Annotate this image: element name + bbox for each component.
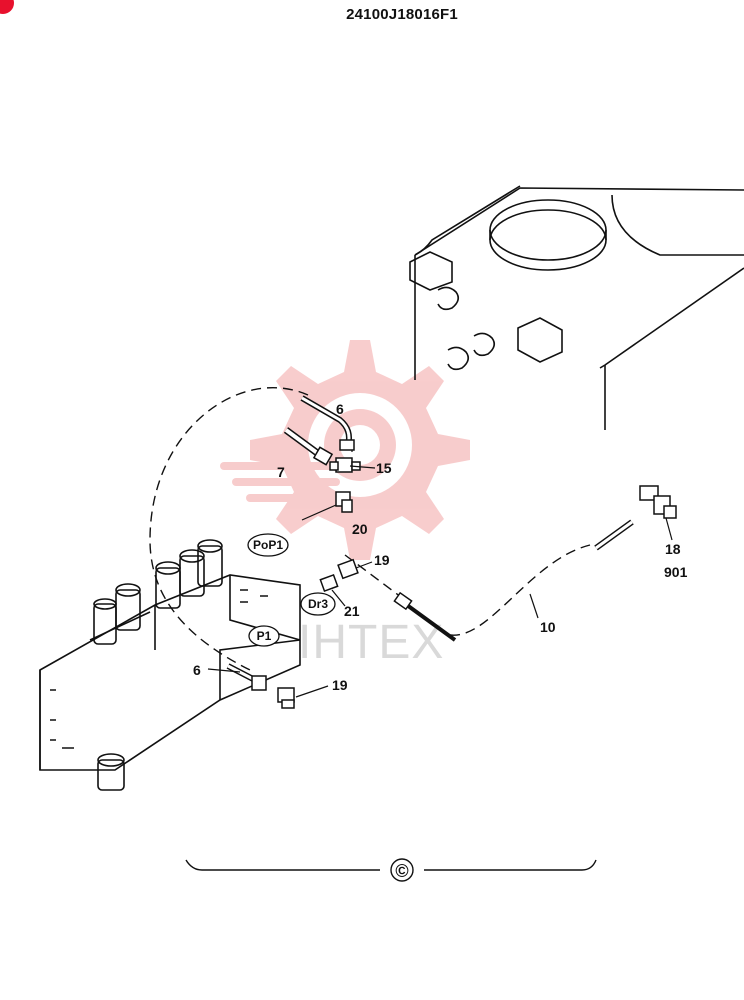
svg-text:PoP1: PoP1 [253,538,283,552]
callout-7: 7 [277,464,285,480]
leader-lines [207,450,673,698]
section-symbol: © [395,861,408,881]
control-valve-block [39,539,301,791]
watermark-text: IHTEX [298,616,444,669]
port-label-p1: P1 [248,625,280,647]
hydraulic-tank [409,185,744,430]
svg-text:Dr3: Dr3 [308,597,328,611]
section-bracket [185,858,597,882]
dashed-hose-lines [149,386,591,671]
callout-19-lower: 19 [332,677,348,693]
callout-10: 10 [540,619,556,635]
callout-19-upper: 19 [374,552,390,568]
port-label-dr3: Dr3 [300,592,336,616]
corner-logo-mark [0,0,14,14]
callout-6-lower: 6 [193,662,201,678]
callout-21: 21 [344,603,360,619]
callout-901: 901 [664,564,688,580]
callout-18: 18 [665,541,681,557]
callout-20: 20 [352,521,368,537]
callout-15: 15 [376,460,392,476]
svg-text:P1: P1 [257,629,272,643]
part-number-title: 24100J18016F1 [346,6,458,23]
port-label-pop1: PoP1 [247,533,289,557]
callout-6-upper: 6 [336,401,344,417]
